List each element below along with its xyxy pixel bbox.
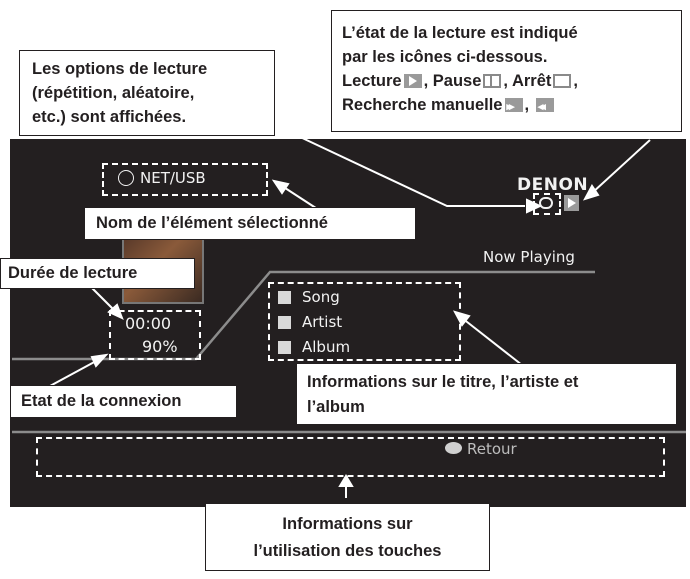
song-icon — [278, 291, 291, 304]
callout-connection: Etat de la connexion — [10, 385, 237, 418]
now-playing-label: Now Playing — [483, 248, 575, 266]
rewind-icon — [535, 95, 554, 119]
status-icon-legend-row2: Recherche manuelle, — [342, 93, 681, 119]
back-button-icon — [445, 442, 462, 454]
callout-selected-item: Nom de l’élément sélectionné — [84, 207, 416, 240]
source-box — [102, 163, 268, 196]
fast-forward-icon — [504, 95, 523, 119]
brand-logo: DENON — [517, 175, 589, 195]
callout-playback-status: L’état de la lecture est indiqué par les… — [331, 10, 682, 132]
key-info-box — [36, 437, 665, 477]
artist-name: Artist — [302, 313, 343, 331]
callout-track-info: Informations sur le titre, l’artiste et … — [296, 363, 677, 425]
now-playing-accent-line — [12, 270, 595, 361]
arrow-track — [461, 317, 523, 366]
play-status-icon — [564, 195, 579, 211]
arrow-options — [297, 135, 525, 207]
callout-playback-options: Les options de lecture (répétition, aléa… — [19, 50, 275, 136]
artist-icon — [278, 316, 291, 329]
status-icons-box — [533, 193, 561, 215]
globe-icon — [118, 170, 134, 186]
arrow-track-head — [452, 310, 471, 327]
callout-key-info: Informations sur l’utilisation des touch… — [205, 503, 490, 571]
arrow-connection-head — [90, 353, 109, 368]
arrow-status-head — [582, 184, 600, 201]
song-title: Song — [302, 288, 340, 306]
callout-play-time: Durée de lecture — [0, 258, 195, 289]
arrow-status — [591, 139, 651, 194]
pause-icon — [483, 74, 502, 88]
album-name: Album — [302, 338, 351, 356]
buffer-status: 90% — [142, 337, 178, 356]
play-icon — [403, 74, 422, 88]
album-icon — [278, 341, 291, 354]
repeat-icon — [539, 197, 553, 209]
arrow-connection — [49, 359, 99, 387]
track-info-box — [268, 282, 461, 361]
play-time: 00:00 — [125, 314, 172, 333]
stop-icon — [553, 74, 572, 88]
source-label: NET/USB — [118, 169, 206, 187]
arrow-selected-head — [271, 179, 290, 195]
back-label: Retour — [467, 440, 517, 458]
time-box — [109, 310, 201, 360]
status-icon-legend-row1: Lecture, Pause, Arrêt, — [342, 72, 578, 90]
arrow-keys-head — [338, 474, 354, 487]
